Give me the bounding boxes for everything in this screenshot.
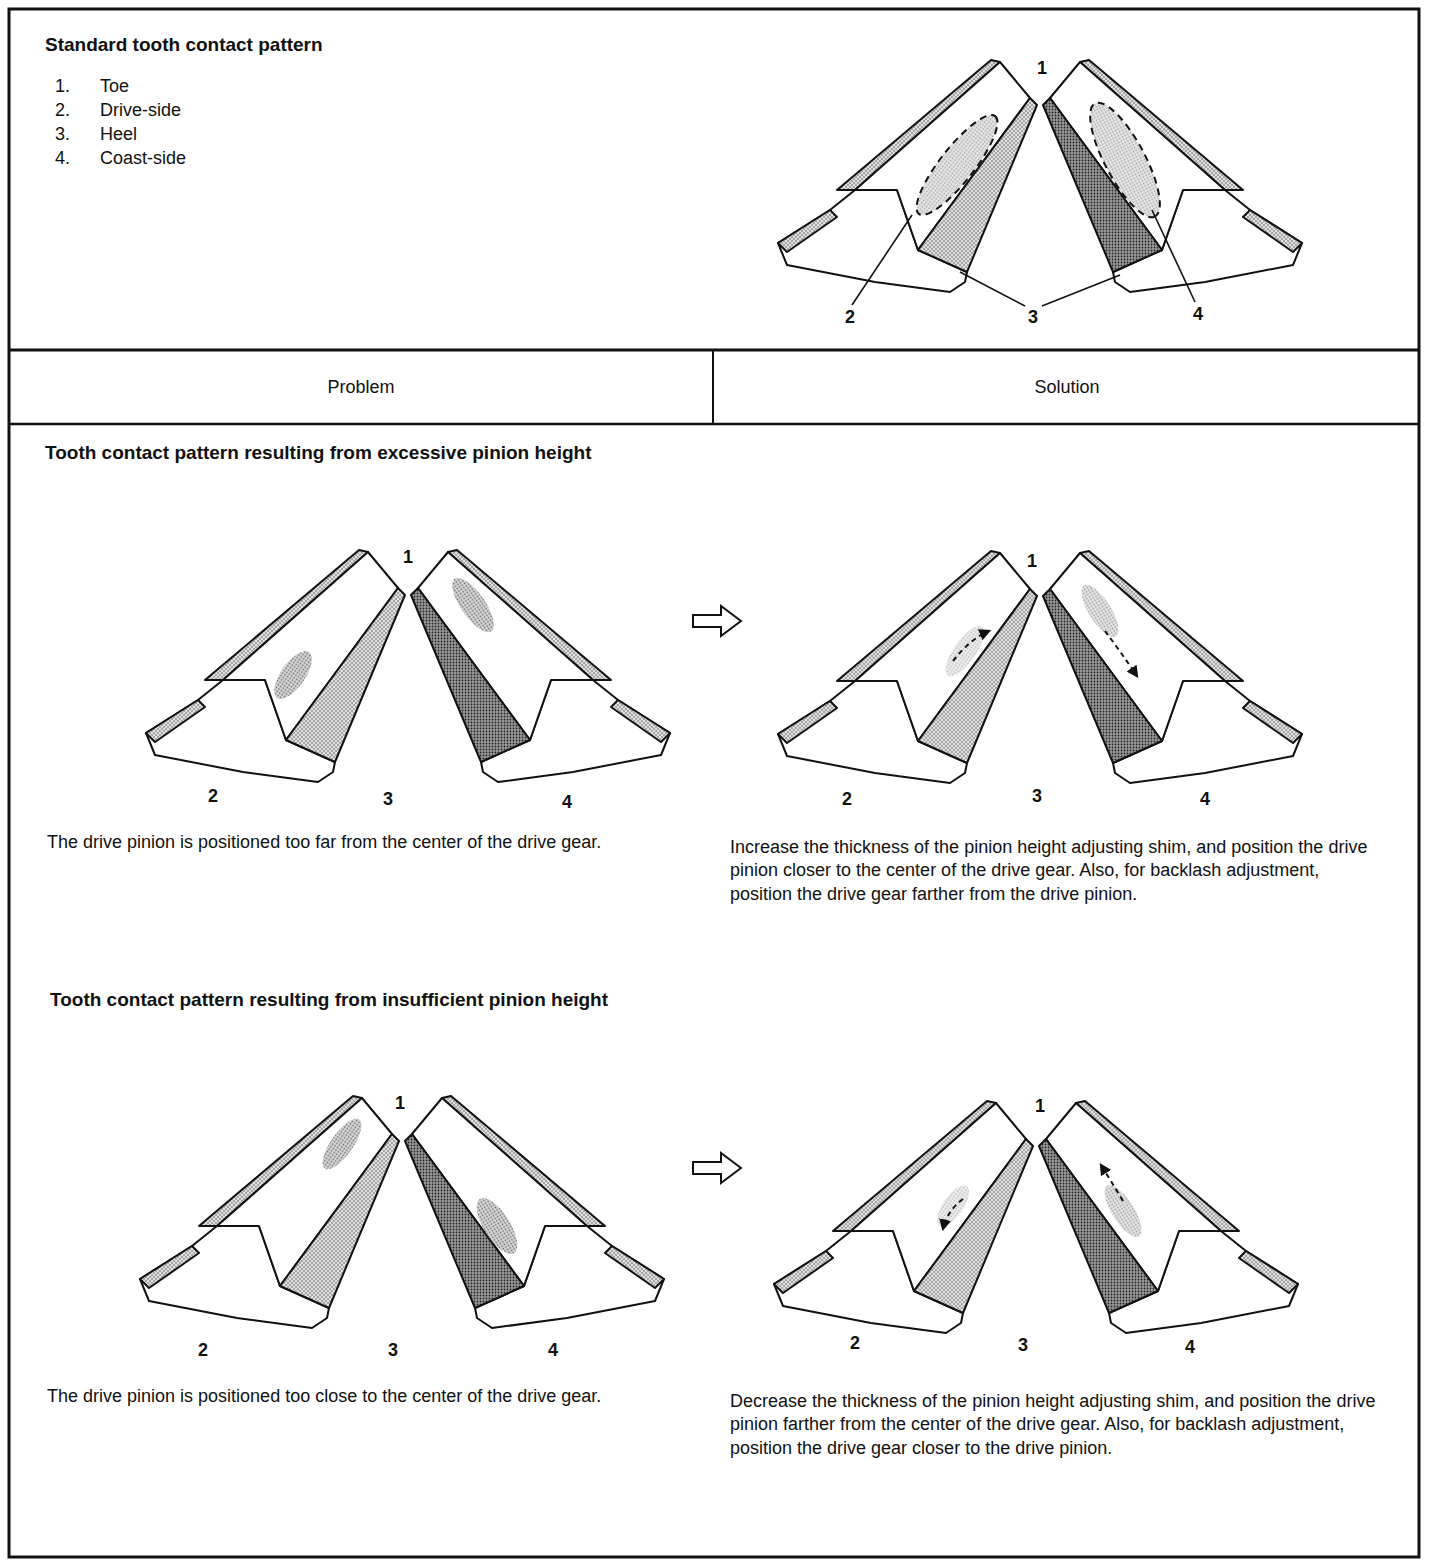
contact-pattern: [905, 106, 1008, 225]
callout-number: 4: [1191, 304, 1205, 324]
callout-number: 4: [1198, 789, 1212, 809]
tooth-surface: [1243, 701, 1302, 743]
legend-heading: Standard tooth contact pattern: [45, 33, 323, 58]
tooth-surface: [605, 1246, 664, 1288]
callout-number: 3: [1030, 786, 1044, 806]
callout-number: 1: [393, 1093, 407, 1113]
tooth-surface: [918, 589, 1037, 763]
leader-line: [960, 272, 1025, 306]
contact-pattern: [445, 572, 501, 638]
tooth-surface: [1239, 1251, 1298, 1293]
item-number: 1.: [55, 75, 70, 98]
shift-arrow: [1105, 631, 1137, 676]
leader-line: [852, 215, 912, 305]
contact-pattern: [939, 620, 991, 682]
description-text: The drive pinion is positioned too close…: [47, 1385, 707, 1408]
contact-pattern: [267, 645, 319, 705]
item-number: 3.: [55, 123, 70, 146]
callout-number: 2: [840, 789, 854, 809]
gear-tooth-figure: [774, 1101, 1298, 1333]
callout-number: 3: [1026, 307, 1040, 327]
item-name: Heel: [100, 123, 137, 146]
tooth-surface: [1243, 210, 1302, 252]
tooth-surface: [778, 210, 837, 252]
contact-pattern: [931, 1181, 975, 1232]
tooth-surface: [1039, 1139, 1158, 1313]
tooth-surface: [146, 700, 205, 742]
leader-line: [1042, 275, 1120, 306]
callout-number: 2: [843, 307, 857, 327]
callout-number: 1: [1025, 551, 1039, 571]
gear-tooth-figure: [778, 60, 1302, 292]
tooth-surface: [914, 1139, 1033, 1313]
callout-number: 2: [848, 1333, 862, 1353]
contact-pattern: [1077, 94, 1172, 226]
tooth-surface: [611, 700, 670, 742]
callout-number: 4: [546, 1340, 560, 1360]
callout-number: 2: [196, 1340, 210, 1360]
callout-number: 1: [401, 547, 415, 567]
description-text: Increase the thickness of the pinion hei…: [730, 836, 1385, 906]
item-name: Coast-side: [100, 147, 186, 170]
table-header-cell: Problem: [11, 352, 711, 423]
item-number: 2.: [55, 99, 70, 122]
callout-number: 3: [381, 789, 395, 809]
tooth-surface: [778, 701, 837, 743]
section-heading: Tooth contact pattern resulting from ins…: [50, 988, 608, 1013]
callout-number: 3: [1016, 1335, 1030, 1355]
tooth-surface: [140, 1246, 199, 1288]
header-text: Solution: [1034, 377, 1099, 398]
callout-number: 4: [560, 792, 574, 812]
contact-pattern: [1098, 1180, 1148, 1243]
callout-number: 1: [1033, 1096, 1047, 1116]
item-number: 4.: [55, 147, 70, 170]
header-text: Problem: [327, 377, 394, 398]
gear-tooth-figure: [146, 550, 670, 782]
contact-pattern: [469, 1192, 525, 1260]
contact-pattern: [316, 1113, 368, 1175]
gear-tooth-figure: [140, 1096, 664, 1328]
table-rule: [712, 350, 714, 424]
shift-arrow: [1101, 1165, 1123, 1201]
gear-tooth-figure: [778, 551, 1302, 783]
description-text: Decrease the thickness of the pinion hei…: [730, 1390, 1385, 1460]
callout-number: 4: [1183, 1337, 1197, 1357]
item-name: Toe: [100, 75, 129, 98]
shift-arrow: [943, 1199, 963, 1229]
tooth-surface: [405, 1134, 524, 1308]
leader-line: [1152, 210, 1195, 302]
shift-arrow: [953, 631, 989, 661]
tooth-surface: [774, 1251, 833, 1293]
item-name: Drive-side: [100, 99, 181, 122]
section-heading: Tooth contact pattern resulting from exc…: [45, 441, 592, 466]
contact-pattern: [1075, 580, 1125, 643]
frame: [9, 9, 1419, 1557]
callout-number: 1: [1035, 58, 1049, 78]
description-text: The drive pinion is positioned too far f…: [47, 831, 707, 854]
table-header-cell: Solution: [716, 352, 1418, 423]
callout-number: 2: [206, 786, 220, 806]
hollow-arrow: [693, 1153, 741, 1183]
hollow-arrow: [693, 606, 741, 636]
callout-number: 3: [386, 1340, 400, 1360]
